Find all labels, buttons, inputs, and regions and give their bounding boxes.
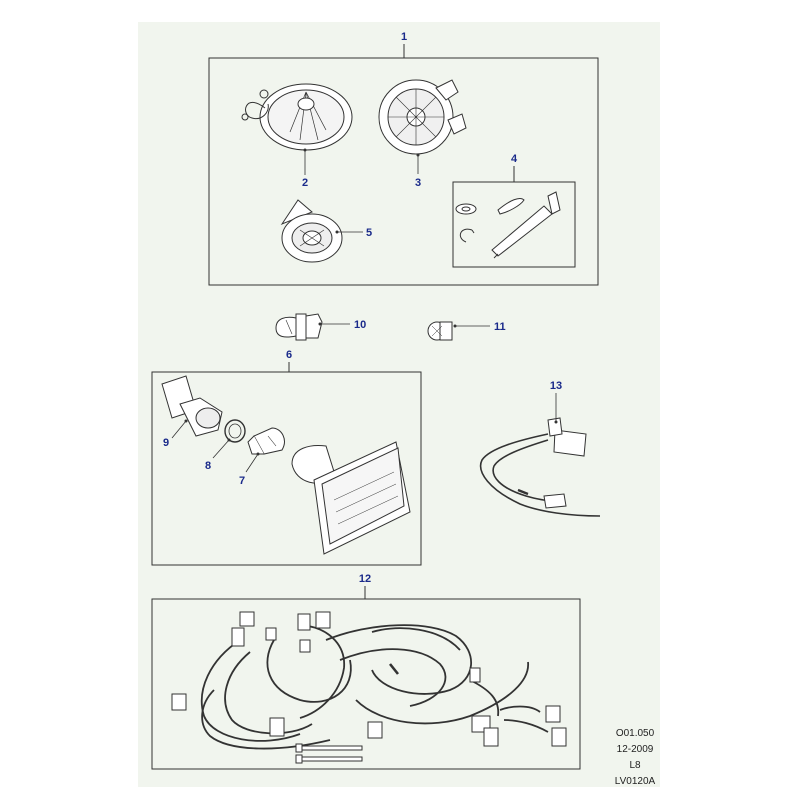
side-lamp-body (291, 441, 411, 555)
callout-3: 3 (415, 177, 421, 189)
callout-10: 10 (354, 319, 366, 331)
group-6 (151, 362, 422, 566)
callout-1: 1 (401, 31, 407, 43)
callout-12: 12 (359, 573, 371, 585)
part-2-fog-lamp (241, 83, 353, 151)
illustration-code: LV0120A (614, 776, 656, 787)
callout-7: 7 (239, 475, 245, 487)
part-9-lamp-holder (161, 375, 223, 437)
part-3-fog-lamp (378, 79, 467, 155)
callout-2: 2 (302, 177, 308, 189)
group-1 (208, 44, 599, 286)
harness-connectors (171, 611, 567, 747)
callout-9: 9 (163, 437, 169, 449)
issue-date: 12-2009 (616, 744, 654, 755)
callout-6: 6 (286, 349, 292, 361)
part-7-bulb (247, 427, 285, 455)
part-12-wiring-harness (200, 624, 549, 750)
group-4 (452, 166, 576, 268)
callout-5: 5 (366, 227, 372, 239)
part-11-bulb (427, 321, 453, 341)
cable-ties (295, 743, 363, 764)
callout-8: 8 (205, 460, 211, 472)
level-code: L8 (629, 760, 641, 771)
callout-4: 4 (511, 153, 518, 165)
part-8-seal (224, 419, 246, 443)
part-5-lamp-unit (280, 199, 343, 263)
callout-11: 11 (494, 321, 506, 333)
part-10-bulb (275, 313, 323, 341)
callout-13: 13 (550, 380, 562, 392)
part-13-switch-harness (479, 417, 601, 517)
ref-code: O01.050 (615, 728, 655, 739)
part-4-fixings (455, 191, 561, 259)
group-12 (151, 586, 581, 770)
